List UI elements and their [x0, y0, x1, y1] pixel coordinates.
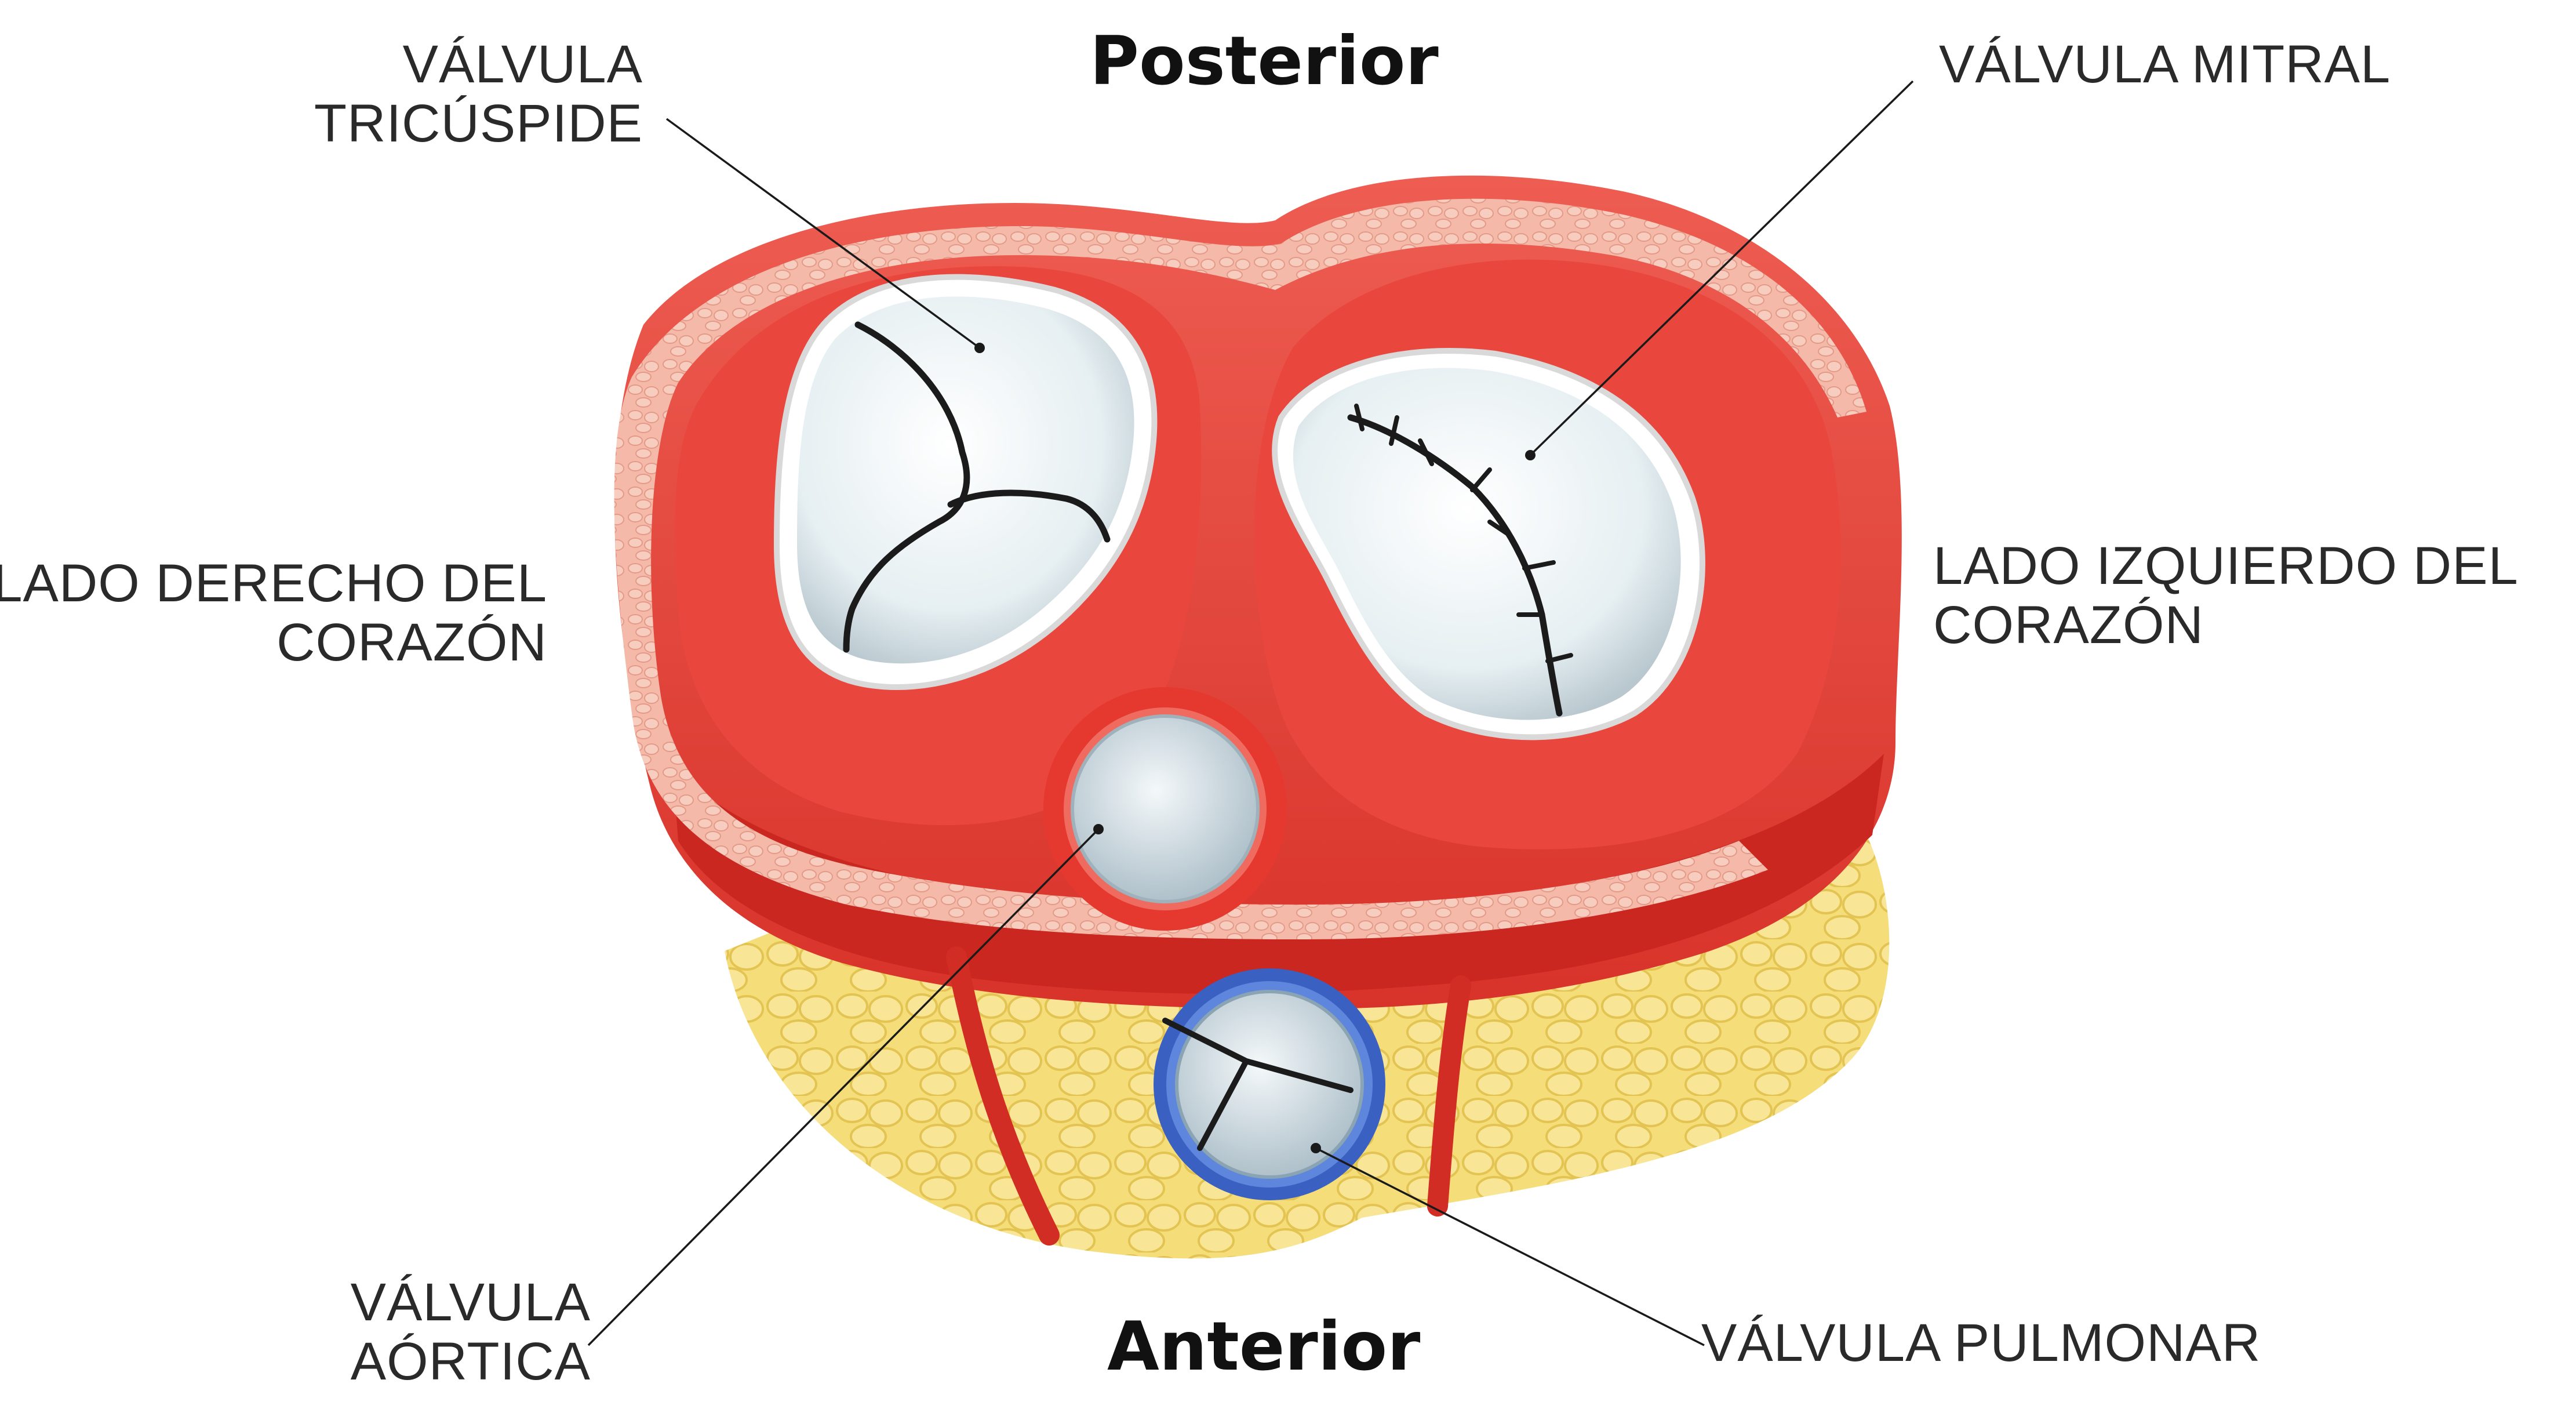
mitral-label-line-1: VÁLVULA MITRAL [1939, 35, 2391, 94]
pulmonary-valve [1175, 990, 1364, 1179]
left-side-label: LADO IZQUIERDO DEL CORAZÓN [1933, 536, 2519, 655]
left-side-label-line-1: LADO IZQUIERDO DEL [1933, 536, 2519, 596]
pulmonary-leaflet-lines [1162, 1018, 1354, 1151]
tricuspid-dot [974, 343, 985, 353]
right-side-label-line-1: LADO DERECHO DEL [0, 554, 547, 613]
tricuspid-label-line-2: TRICÚSPIDE [314, 94, 643, 153]
pulmonary-dot [1311, 1143, 1321, 1153]
tricuspid-leader [665, 118, 981, 349]
mitral-valve [1293, 368, 1681, 720]
mitral-chordae-marks [1354, 404, 1573, 663]
coronary-vessel-left [946, 946, 1060, 1246]
aortic-valve [1071, 714, 1260, 903]
mitral-valve-label: VÁLVULA MITRAL [1939, 35, 2391, 94]
right-side-label: LADO DERECHO DEL CORAZÓN [0, 554, 547, 672]
heart-wall-band [672, 754, 1884, 994]
aortic-valve-label: VÁLVULA AÓRTICA [351, 1273, 591, 1391]
pulmonary-leader [1315, 1147, 1705, 1346]
fibrous-tissue [614, 198, 1866, 939]
aortic-label-line-1: VÁLVULA [350, 1273, 591, 1332]
pulmonary-label-line-1: VÁLVULA PULMONAR [1701, 1313, 2261, 1373]
mitral-leader [1529, 80, 1914, 456]
left-side-label-line-2: CORAZÓN [1933, 596, 2204, 655]
aortic-dot [1093, 824, 1104, 834]
tricuspid-label-line-1: VÁLVULA [402, 35, 643, 94]
mitral-dot [1525, 450, 1536, 460]
posterior-heading: Posterior [1090, 22, 1439, 100]
anterior-heading: Anterior [1107, 1308, 1421, 1386]
tricuspid-leaflet-lines [843, 321, 1111, 653]
right-side-label-line-2: CORAZÓN [276, 613, 547, 672]
aortic-label-line-2: AÓRTICA [350, 1332, 591, 1391]
tricuspid-valve-label: VÁLVULA TRICÚSPIDE [314, 35, 643, 153]
pulmonary-valve-label: VÁLVULA PULMONAR [1701, 1313, 2261, 1373]
aortic-leader [587, 828, 1100, 1346]
leader-lines [587, 80, 1914, 1346]
coronary-vessel-right [1427, 975, 1471, 1217]
leader-dots [974, 343, 1536, 1153]
